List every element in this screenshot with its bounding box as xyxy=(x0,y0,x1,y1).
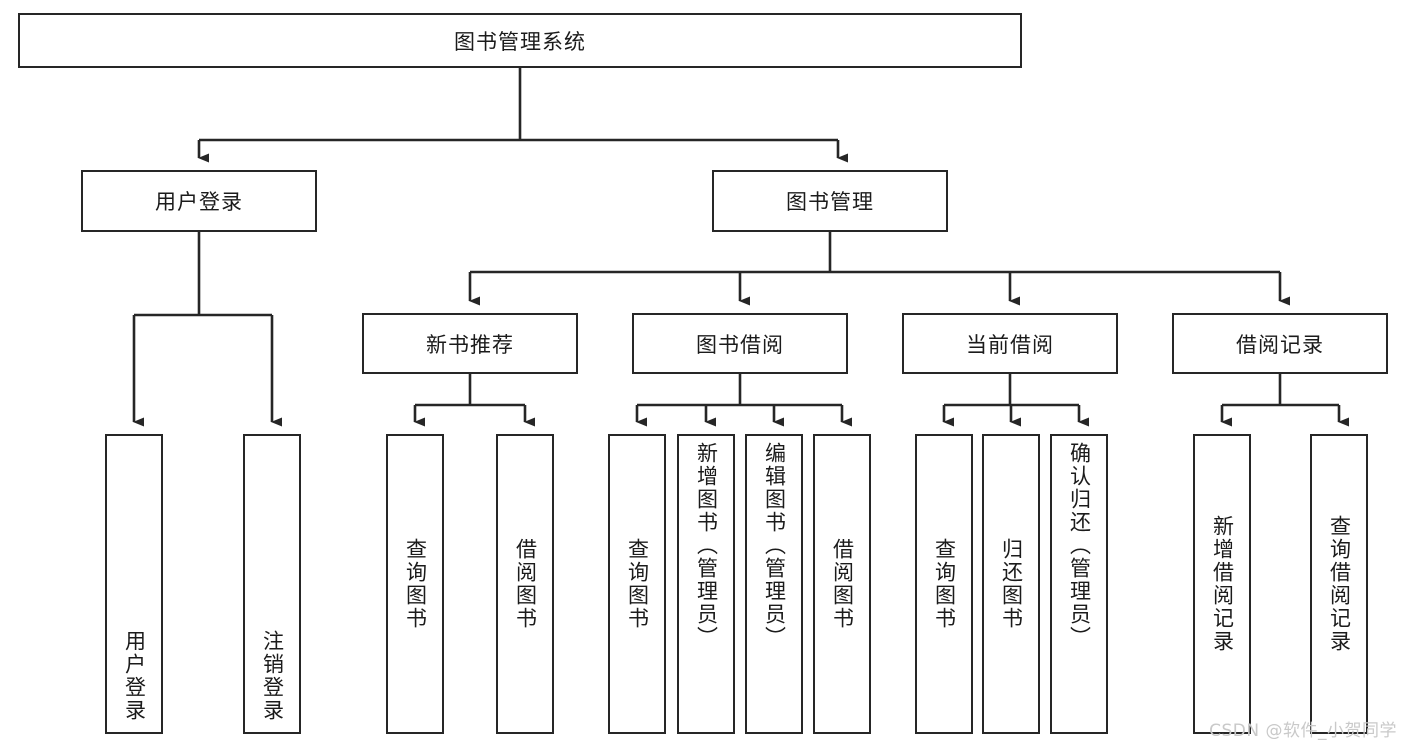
leaf-record-add-label: 新增借阅记录 xyxy=(1210,515,1235,653)
node-book-management[interactable]: 图书管理 xyxy=(712,170,948,232)
node-user-login-label: 用户登录 xyxy=(155,190,243,214)
leaf-current-return[interactable]: 归还图书 xyxy=(982,434,1040,734)
node-current-borrow[interactable]: 当前借阅 xyxy=(902,313,1118,374)
leaf-current-query[interactable]: 查询图书 xyxy=(915,434,973,734)
node-book-borrow[interactable]: 图书借阅 xyxy=(632,313,848,374)
leaf-newbook-borrow-label: 借阅图书 xyxy=(513,538,538,630)
leaf-borrow-book-label: 借阅图书 xyxy=(830,538,855,630)
leaf-record-add[interactable]: 新增借阅记录 xyxy=(1193,434,1251,734)
leaf-newbook-query[interactable]: 查询图书 xyxy=(386,434,444,734)
node-borrow-records[interactable]: 借阅记录 xyxy=(1172,313,1388,374)
leaf-borrow-book[interactable]: 借阅图书 xyxy=(813,434,871,734)
leaf-current-confirm-admin-label: 确认归还（管理员） xyxy=(1067,442,1092,649)
leaf-current-query-label: 查询图书 xyxy=(932,538,957,630)
leaf-borrow-query[interactable]: 查询图书 xyxy=(608,434,666,734)
leaf-user-login-label: 用户登录 xyxy=(122,630,147,722)
leaf-user-login[interactable]: 用户登录 xyxy=(105,434,163,734)
leaf-borrow-add-admin-label: 新增图书（管理员） xyxy=(694,442,719,649)
node-new-book-recommend-label: 新书推荐 xyxy=(426,332,514,357)
leaf-borrow-add-admin[interactable]: 新增图书（管理员） xyxy=(677,434,735,734)
leaf-borrow-query-label: 查询图书 xyxy=(625,538,650,630)
leaf-newbook-borrow[interactable]: 借阅图书 xyxy=(496,434,554,734)
leaf-current-confirm-admin[interactable]: 确认归还（管理员） xyxy=(1050,434,1108,734)
node-borrow-records-label: 借阅记录 xyxy=(1236,332,1324,357)
leaf-record-query[interactable]: 查询借阅记录 xyxy=(1310,434,1368,734)
leaf-borrow-edit-admin-label: 编辑图书（管理员） xyxy=(762,442,787,649)
leaf-newbook-query-label: 查询图书 xyxy=(403,538,428,630)
node-book-management-label: 图书管理 xyxy=(786,190,874,214)
leaf-user-logout[interactable]: 注销登录 xyxy=(243,434,301,734)
leaf-record-query-label: 查询借阅记录 xyxy=(1327,515,1352,653)
node-book-borrow-label: 图书借阅 xyxy=(696,332,784,357)
node-new-book-recommend[interactable]: 新书推荐 xyxy=(362,313,578,374)
csdn-watermark: CSDN @软件_小贺同学 xyxy=(1209,721,1397,741)
node-current-borrow-label: 当前借阅 xyxy=(966,332,1054,357)
node-root-label: 图书管理系统 xyxy=(454,29,586,54)
leaf-current-return-label: 归还图书 xyxy=(999,538,1024,630)
leaf-borrow-edit-admin[interactable]: 编辑图书（管理员） xyxy=(745,434,803,734)
node-root[interactable]: 图书管理系统 xyxy=(18,13,1022,68)
leaf-user-logout-label: 注销登录 xyxy=(260,630,285,722)
node-user-login[interactable]: 用户登录 xyxy=(81,170,317,232)
